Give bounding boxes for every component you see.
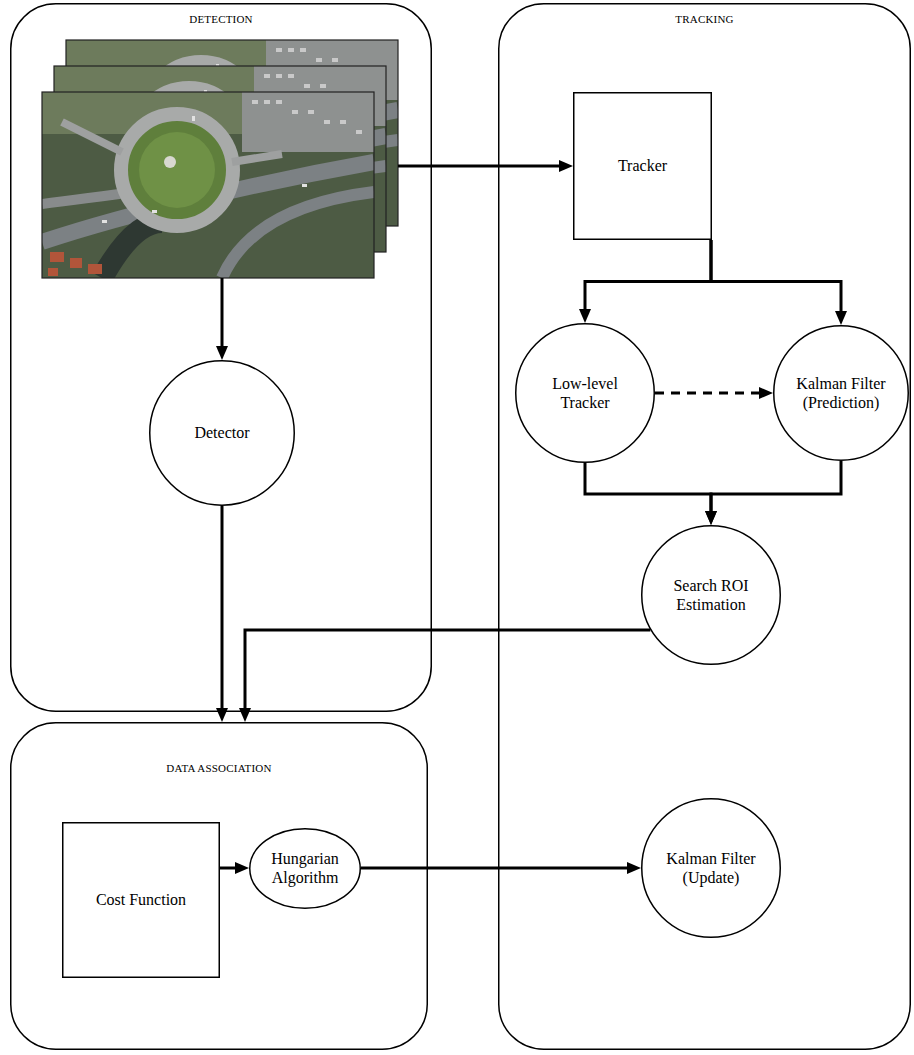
connector-line <box>711 240 841 313</box>
stage-band: TRACKINGTrackerLow-level TrackerKalman F… <box>498 3 911 1050</box>
connector-line <box>585 463 711 513</box>
flow-arrow <box>585 463 717 525</box>
flow-arrow <box>711 240 847 325</box>
node-label: Hungarian Algorithm <box>263 849 347 887</box>
outline-path <box>499 4 911 1050</box>
outline-path <box>516 324 655 463</box>
process-box: Cost Function <box>62 822 220 978</box>
arrow-head <box>705 511 717 525</box>
flow-arrow <box>216 506 228 722</box>
text-block: TRACKING <box>675 13 733 26</box>
text-block: Search ROI Estimation <box>656 576 765 614</box>
process-box: Tracker <box>573 92 712 240</box>
frame-arrows <box>216 160 573 360</box>
connector-line <box>585 240 711 311</box>
node-outline <box>773 325 909 461</box>
node-outline <box>249 828 361 909</box>
text-block: Kalman Filter (Prediction) <box>788 374 894 412</box>
outline-path <box>150 361 295 506</box>
arrow-head <box>759 387 773 399</box>
node-label: Cost Function <box>96 890 186 909</box>
text-block: Tracker <box>618 156 667 175</box>
arrow-head <box>579 309 591 323</box>
text-block: Detector <box>194 423 249 442</box>
flow-arrow <box>705 461 841 525</box>
connector-line <box>361 867 629 870</box>
node-outline <box>641 798 781 938</box>
text-block: Cost Function <box>96 890 186 909</box>
band-title: DATA ASSOCIATION <box>166 762 271 775</box>
node-outline <box>641 525 781 665</box>
node-label: Tracker <box>618 156 667 175</box>
video-frames <box>42 40 398 278</box>
flow-arrow <box>655 387 773 399</box>
flow-arrow <box>579 240 711 323</box>
arrow-head <box>835 311 847 325</box>
node-label: Kalman Filter (Prediction) <box>788 374 894 412</box>
flow-arrow <box>239 630 650 722</box>
arrow-head <box>235 862 249 874</box>
process-circle: Kalman Filter (Update) <box>641 798 781 938</box>
text-block: DATA ASSOCIATION <box>166 762 271 775</box>
process-circle: Detector <box>149 360 295 506</box>
outline-path <box>11 4 432 712</box>
arrow-head <box>216 708 228 722</box>
connector-line <box>711 461 841 513</box>
process-circle: Low-level Tracker <box>515 323 655 463</box>
outline-path <box>250 828 361 908</box>
process-ellipse: Hungarian Algorithm <box>249 828 361 909</box>
outline-path <box>642 799 781 938</box>
connector-line <box>655 392 761 395</box>
process-circle: Kalman Filter (Prediction) <box>773 325 909 461</box>
node-label: Low-level Tracker <box>530 374 639 412</box>
text-block: Low-level Tracker <box>530 374 639 412</box>
stage-band: DETECTION Detector <box>10 3 432 712</box>
arrow-head <box>705 511 717 525</box>
outline-path <box>63 823 220 978</box>
process-circle: Search ROI Estimation <box>641 525 781 665</box>
text-block: Kalman Filter (Update) <box>656 849 765 887</box>
node-label: Detector <box>194 423 249 442</box>
outline-path <box>642 526 781 665</box>
node-outline <box>10 3 432 712</box>
arrow-head <box>239 708 251 722</box>
outline-path <box>11 723 428 1050</box>
node-label: Kalman Filter (Update) <box>656 849 765 887</box>
node-label: Search ROI Estimation <box>656 576 765 614</box>
text-block: DETECTION <box>189 13 253 26</box>
flow-arrow <box>361 862 641 874</box>
flow-arrow <box>220 862 249 874</box>
band-title: TRACKING <box>675 13 733 26</box>
arrow-head <box>627 862 641 874</box>
connector-layer <box>216 240 847 874</box>
outline-path <box>774 326 909 461</box>
node-outline <box>515 323 655 463</box>
stage-band: DATA ASSOCIATION Cost Function Hungarian A… <box>10 722 428 1050</box>
text-block: Hungarian Algorithm <box>263 849 347 887</box>
band-title: DETECTION <box>189 13 253 26</box>
connector-line <box>245 630 650 710</box>
outline-path <box>574 93 712 240</box>
connector-line <box>221 506 224 710</box>
connector-line <box>220 867 237 870</box>
